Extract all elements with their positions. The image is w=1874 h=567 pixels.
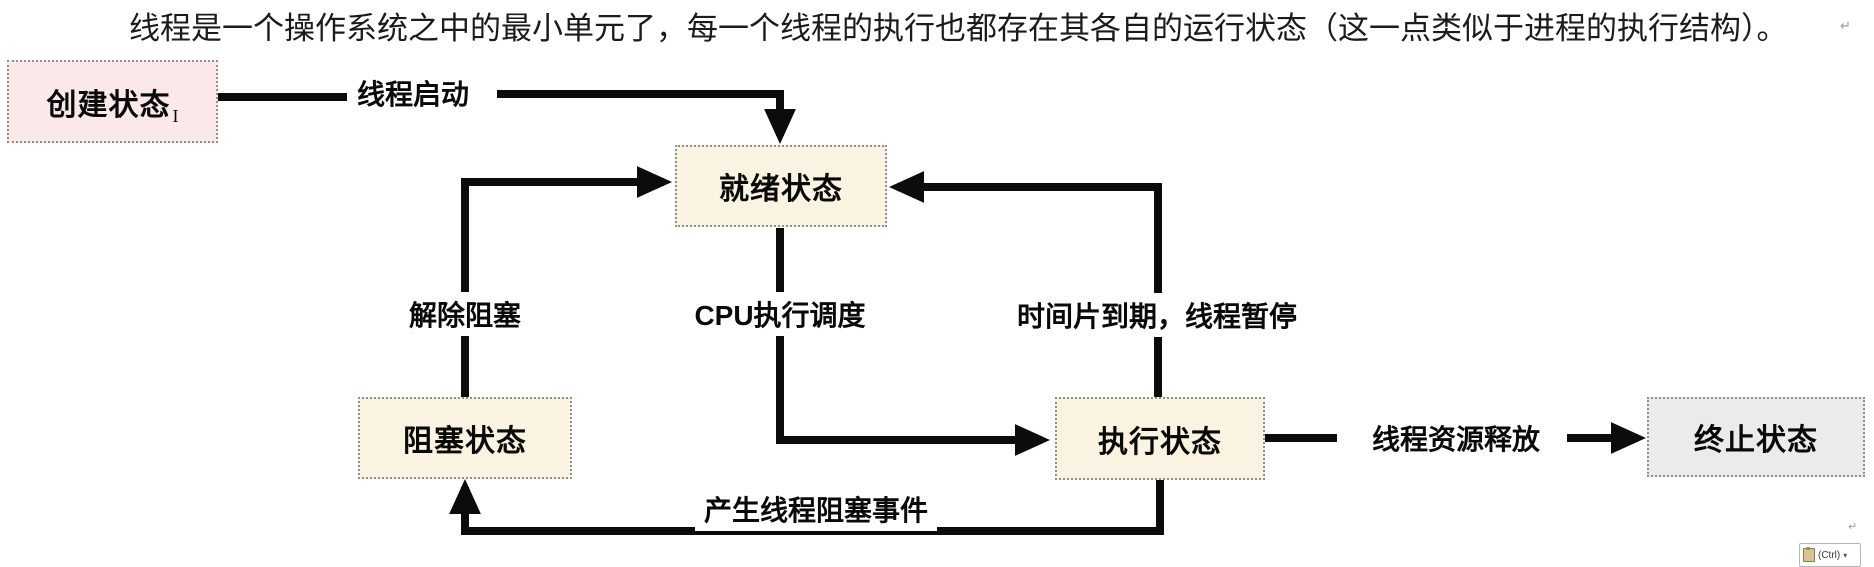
state-node-ready: 就绪状态 [675, 145, 887, 227]
state-diagram-arrows [218, 90, 1646, 535]
edge-label-timeslice-pause: 时间片到期，线程暂停 [1007, 293, 1307, 337]
state-node-terminated-label: 终止状态 [1694, 424, 1818, 457]
paragraph-mark-icon: ↵ [1840, 18, 1851, 33]
paste-options-button[interactable]: (Ctrl) ▾ [1799, 543, 1861, 567]
paragraph-mark-icon: ↵ [1848, 521, 1858, 533]
paste-options-label: (Ctrl) [1818, 549, 1841, 561]
chevron-down-icon: ▾ [1843, 550, 1848, 560]
edge-label-cpu-schedule: CPU执行调度 [685, 292, 875, 336]
intro-paragraph: 线程是一个操作系统之中的最小单元了，每一个线程的执行也都存在其各自的运行状态（这… [129, 11, 1788, 46]
state-node-running: 执行状态 [1055, 397, 1265, 480]
state-node-create-label: 创建状态 [46, 88, 171, 122]
state-node-ready-label: 就绪状态 [719, 173, 843, 206]
arrow-thread-start [497, 90, 796, 144]
state-node-blocked: 阻塞状态 [358, 397, 572, 479]
document-page: 线程是一个操作系统之中的最小单元了，每一个线程的执行也都存在其各自的运行状态（这… [7, 11, 1865, 567]
clipboard-icon [1803, 547, 1815, 562]
state-node-terminated: 终止状态 [1647, 397, 1865, 477]
state-node-blocked-label: 阻塞状态 [403, 425, 527, 458]
edge-label-unblock: 解除阻塞 [399, 292, 531, 336]
arrow-unblock [461, 166, 672, 399]
edge-label-thread-start: 线程启动 [347, 71, 479, 115]
edge-label-blocking-event: 产生线程阻塞事件 [694, 487, 938, 531]
state-node-running-label: 执行状态 [1098, 425, 1222, 459]
text-cursor: I [172, 106, 179, 126]
edge-label-resource-release: 线程资源释放 [1362, 416, 1550, 460]
